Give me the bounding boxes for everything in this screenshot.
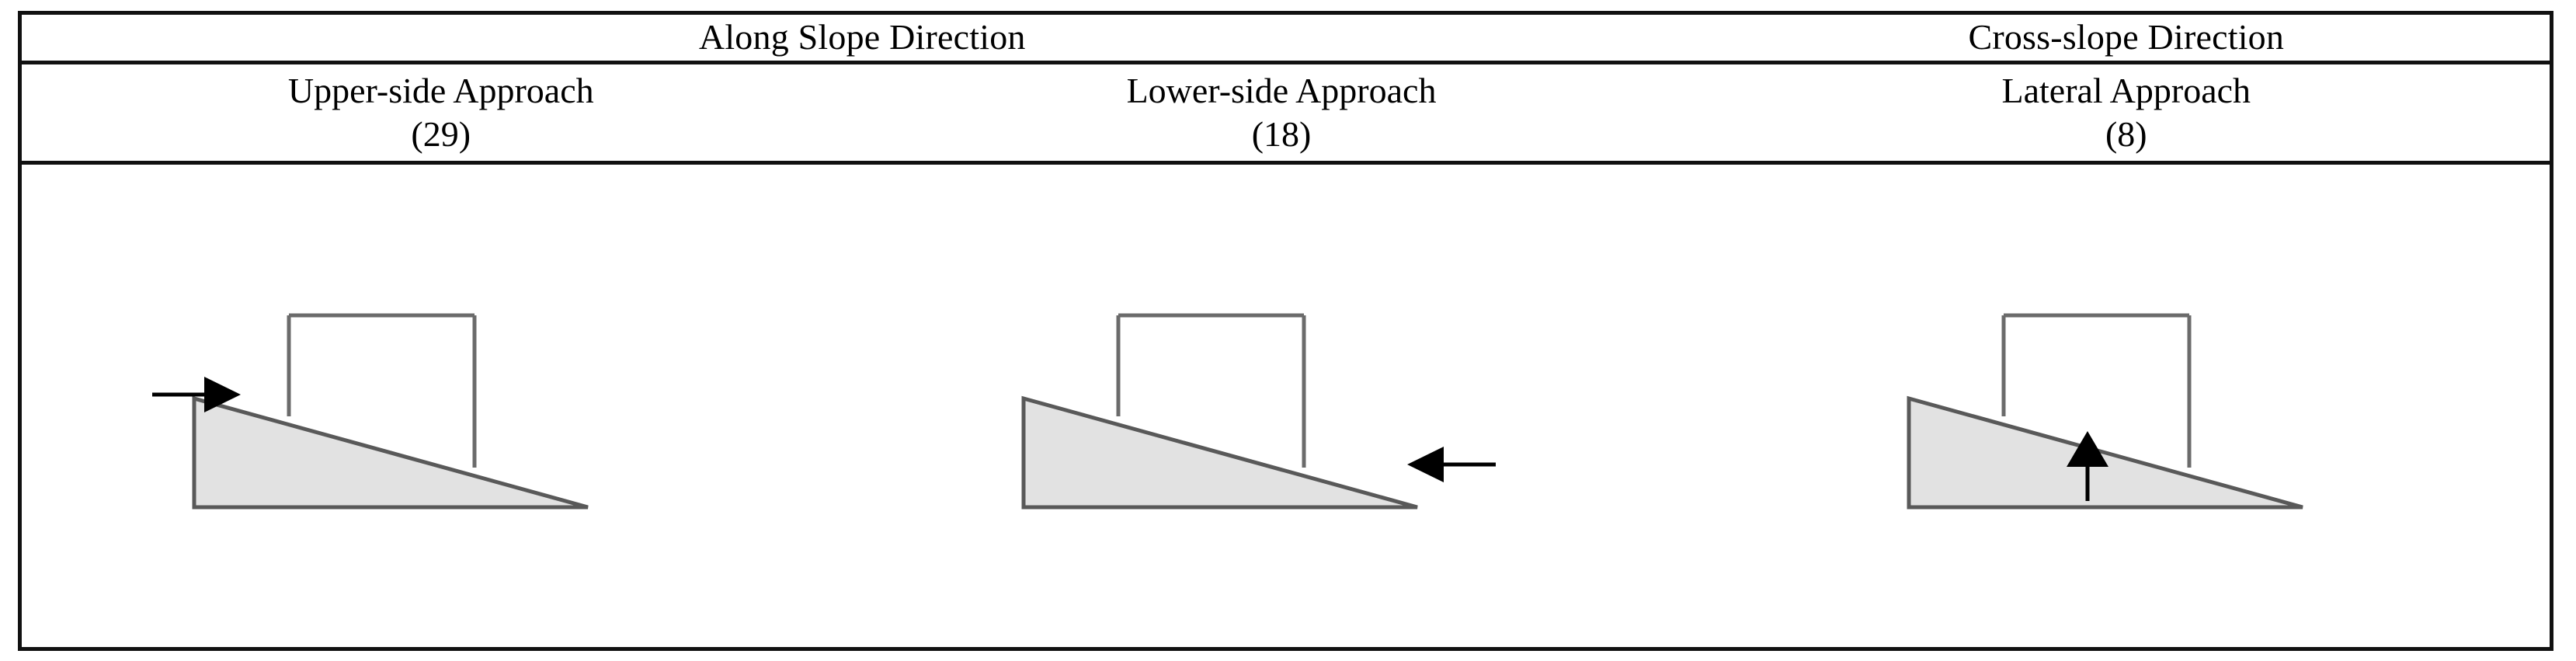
vehicle-outline [2001, 313, 2192, 468]
group-header-cross-slope: Cross-slope Direction [1702, 12, 2552, 64]
slope-diagram-upper-side [151, 313, 589, 509]
slope-triangle [192, 395, 589, 509]
figure-cell-lateral [1702, 162, 2552, 649]
vehicle-outline [1116, 313, 1306, 468]
sub-header-lower-side-label: Lower-side Approach [1126, 70, 1437, 110]
table-sub-header-row: Upper-side Approach (29) Lower-side Appr… [19, 62, 2552, 165]
sub-header-lower-side-count: (18) [1251, 114, 1312, 154]
figure-lateral [1703, 165, 2550, 647]
table-figure-row [19, 162, 2552, 649]
group-header-along-slope: Along Slope Direction [19, 12, 1703, 64]
sub-header-upper-side-text: Upper-side Approach (29) [22, 71, 860, 156]
slope-triangle [1907, 395, 2303, 509]
sub-header-lateral-text: Lateral Approach (8) [1703, 71, 2550, 156]
approach-direction-table: Along Slope Direction Cross-slope Direct… [18, 11, 2554, 651]
sub-header-lateral: Lateral Approach (8) [1702, 62, 2552, 165]
sub-header-upper-side-count: (29) [411, 114, 471, 154]
slope-diagram-lateral [1907, 313, 2303, 509]
sub-header-lower-side: Lower-side Approach (18) [860, 62, 1703, 165]
slope-triangle [1021, 395, 1418, 509]
table-group-header-row: Along Slope Direction Cross-slope Direct… [19, 12, 2552, 64]
sub-header-upper-side-label: Upper-side Approach [287, 70, 594, 110]
vehicle-outline [287, 313, 477, 468]
arrow-right-icon [151, 376, 241, 412]
arrow-left-icon [1407, 446, 1496, 482]
slope-diagram-lower-side [1021, 313, 1496, 509]
sub-header-lateral-count: (8) [2105, 114, 2147, 154]
sub-header-upper-side: Upper-side Approach (29) [19, 62, 860, 165]
figure-cell-upper-side [19, 162, 860, 649]
figure-cell-lower-side [860, 162, 1703, 649]
group-header-along-slope-label: Along Slope Direction [698, 17, 1026, 57]
figure-lower-side [860, 165, 1703, 647]
group-header-cross-slope-label: Cross-slope Direction [1968, 17, 2285, 57]
arrow-up-icon [2066, 430, 2108, 501]
figure-upper-side [22, 165, 860, 647]
sub-header-lower-side-text: Lower-side Approach (18) [860, 71, 1703, 156]
sub-header-lateral-label: Lateral Approach [2001, 70, 2251, 110]
